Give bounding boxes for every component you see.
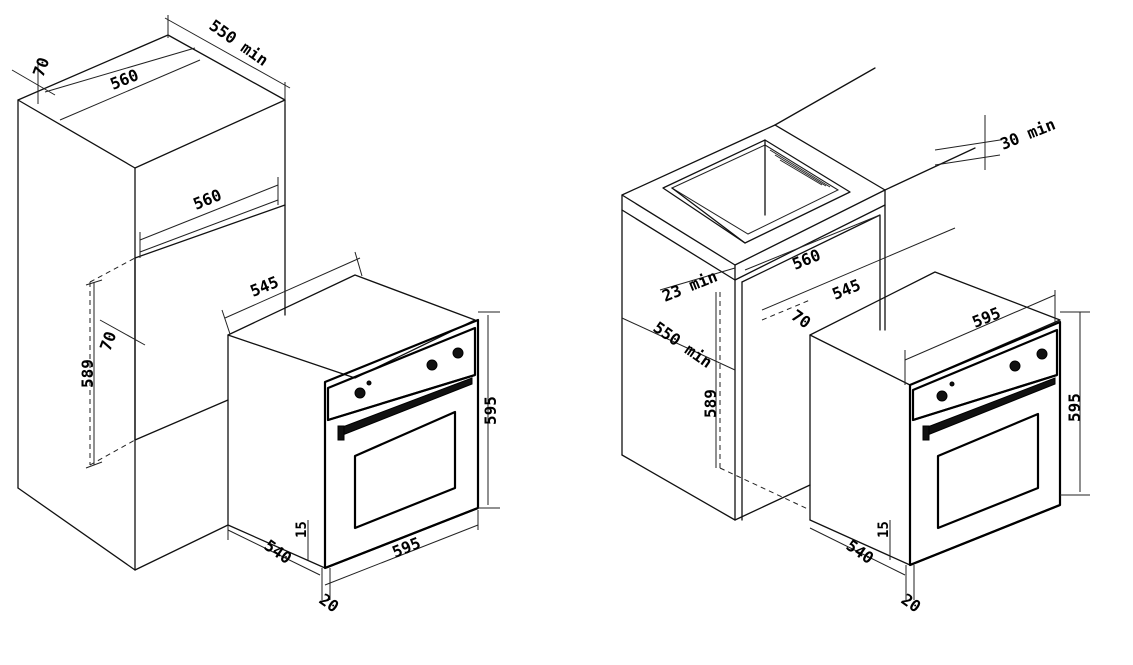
left-oven-dimensions (221, 251, 500, 600)
right-dim-589: 589 (701, 389, 720, 418)
right-dim-23-min: 23 min (659, 266, 720, 305)
left-dim-595-width: 595 (389, 533, 423, 561)
right-dim-550-min: 550 min (650, 318, 716, 372)
left-dim-540: 540 (261, 536, 296, 568)
tall-cabinet (17, 34, 286, 571)
right-dim-540: 540 (843, 536, 878, 568)
right-installation: 30 min 560 23 min 545 70 550 min 589 595… (621, 67, 1090, 617)
left-dim-595-height: 595 (481, 396, 500, 425)
left-installation: 70 550 min 560 560 545 70 589 595 15 540… (11, 15, 500, 617)
right-dim-20: 20 (898, 590, 925, 617)
left-oven (227, 274, 480, 570)
left-dim-545: 545 (247, 272, 281, 300)
right-dim-30-min: 30 min (997, 114, 1058, 153)
right-dim-70: 70 (788, 306, 815, 333)
left-dim-70-top: 70 (29, 55, 53, 80)
left-dim-560-top: 560 (107, 65, 141, 93)
left-dim-589: 589 (78, 359, 97, 388)
countertop-cabinet (621, 67, 976, 521)
left-dimension-lines (11, 15, 291, 469)
cutout-hatch (764, 144, 839, 191)
right-dimension-lines (621, 115, 1001, 468)
left-dim-15: 15 (294, 521, 310, 538)
right-dim-595-top: 595 (969, 303, 1003, 331)
left-dim-20: 20 (316, 590, 343, 617)
right-oven (809, 271, 1062, 567)
right-dim-595-height: 595 (1065, 393, 1084, 422)
right-oven-dimensions (809, 290, 1090, 600)
left-dim-70-side: 70 (96, 329, 120, 354)
left-dim-560-mid: 560 (190, 185, 224, 213)
right-dim-15: 15 (876, 521, 892, 538)
